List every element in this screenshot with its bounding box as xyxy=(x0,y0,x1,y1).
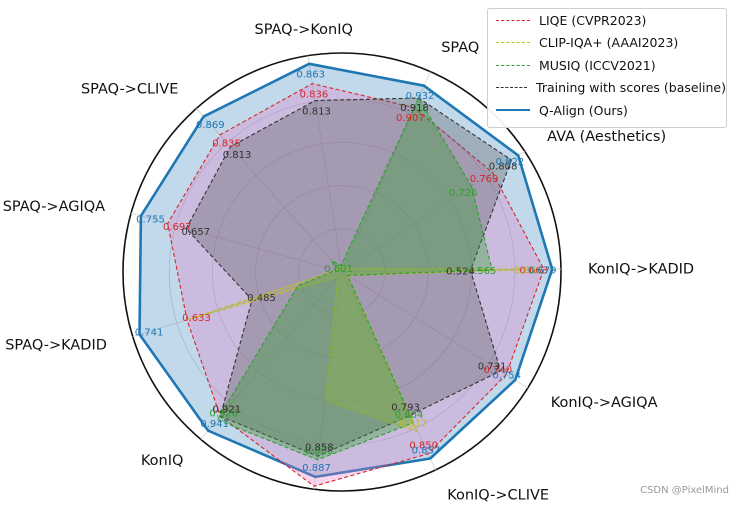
series-4-value-2: 0.524 xyxy=(446,266,475,277)
axis-label-4: KonIQ->CLIVE xyxy=(447,487,549,503)
grid-ring-4 xyxy=(168,98,516,446)
spoke-5 xyxy=(313,271,343,490)
series-2-polygon xyxy=(187,265,540,433)
series-5-value-10: 0.863 xyxy=(296,70,325,81)
legend-item-5: Q-Align (Ours) xyxy=(488,99,726,122)
series-5-value-4: 0.857 xyxy=(412,446,441,457)
legend-swatch-5 xyxy=(496,109,530,112)
series-5-value-6: 0.941 xyxy=(200,419,229,430)
legend-label-5: Q-Align (Ours) xyxy=(539,102,628,118)
series-3-polygon xyxy=(216,97,493,461)
series-4-value-1: 0.808 xyxy=(489,161,518,172)
grid-ring-3 xyxy=(211,141,473,403)
series-1-value-8: 0.697 xyxy=(163,222,192,233)
series-4-value-5: 0.858 xyxy=(305,442,334,453)
series-5-value-5: 0.887 xyxy=(302,463,331,474)
spoke-7 xyxy=(132,271,343,337)
series-1-value-6: 0.921 xyxy=(212,405,241,416)
series-5-value-2: 0.679 xyxy=(528,265,557,276)
legend-item-4: Training with scores (baseline) xyxy=(488,77,726,100)
watermark: CSDN @PixelMind xyxy=(640,485,729,496)
legend-swatch-2 xyxy=(496,42,530,44)
legend: LIQE (CVPR2023) CLIP-IQA+ (AAAI2023) MUSIQ… xyxy=(487,8,727,128)
series-5-value-3: 0.754 xyxy=(492,371,521,382)
series-1-value-11: 0.907 xyxy=(396,113,425,124)
series-3-value-11: 0.918 xyxy=(400,103,429,114)
series-1-value-1: 0.769 xyxy=(470,174,499,185)
radar-series xyxy=(138,62,554,487)
series-4-value-4: 0.793 xyxy=(391,402,420,413)
legend-item-3: MUSIQ (ICCV2021) xyxy=(488,54,726,77)
legend-label-3: MUSIQ (ICCV2021) xyxy=(539,57,656,73)
series-3-value-6: 0.926 xyxy=(209,408,238,419)
series-4-value-9: 0.813 xyxy=(223,150,252,161)
axis-label-2: KonIQ->KADID xyxy=(588,262,694,278)
axis-label-6: KonIQ xyxy=(141,453,184,469)
axis-label-7: SPAQ->KADID xyxy=(5,338,107,354)
series-2-value-4: 0.817 xyxy=(399,419,428,430)
series-1-value-4: 0.850 xyxy=(409,441,438,452)
series-1-value-10: 0.836 xyxy=(300,90,329,101)
spoke-4 xyxy=(341,271,437,471)
series-5-value-9: 0.869 xyxy=(196,120,225,131)
series-5-value-7: 0.741 xyxy=(135,328,164,339)
axis-label-3: KonIQ->AGIQA xyxy=(551,395,658,411)
series-1-value-3: 0.740 xyxy=(483,365,512,376)
spoke-3 xyxy=(341,271,529,389)
legend-swatch-1 xyxy=(496,19,530,21)
spoke-6 xyxy=(200,271,343,440)
series-3-value-9: 0.601 xyxy=(324,264,353,275)
series-4-value-6: 0.921 xyxy=(212,405,241,416)
axis-label-1: AVA (Aesthetics) xyxy=(547,129,666,145)
axis-label-11: SPAQ xyxy=(441,40,479,56)
legend-swatch-3 xyxy=(496,64,530,66)
series-3-value-4: 0.804 xyxy=(395,410,424,421)
series-5-polygon xyxy=(138,62,554,479)
legend-label-1: LIQE (CVPR2023) xyxy=(539,12,647,28)
legend-item-1: LIQE (CVPR2023) xyxy=(488,9,726,32)
series-4-value-7: 0.485 xyxy=(247,293,276,304)
series-4-value-10: 0.813 xyxy=(302,106,331,117)
axis-label-10: SPAQ->KonIQ xyxy=(254,22,352,38)
series-1-polygon xyxy=(167,83,545,487)
legend-item-2: CLIP-IQA+ (AAAI2023) xyxy=(488,32,726,55)
series-4-value-8: 0.657 xyxy=(181,227,210,238)
grid-ring-1 xyxy=(298,228,386,316)
value-labels: 0.769 0.663 0.740 0.850 0.921 0.633 0.697 0.835… xyxy=(135,70,557,474)
series-4-value-11: 0.918 xyxy=(400,103,429,114)
axis-labels: AVA (Aesthetics) KonIQ->KADID KonIQ->AGIQA… xyxy=(3,22,694,503)
spoke-9 xyxy=(196,108,343,273)
series-3-value-5: 0.863 xyxy=(305,446,334,457)
series-5-value-11: 0.932 xyxy=(406,91,435,102)
spoke-10 xyxy=(307,55,343,273)
series-5-value-8: 0.755 xyxy=(136,215,165,226)
legend-label-2: CLIP-IQA+ (AAAI2023) xyxy=(539,35,679,51)
series-3-value-2: 0.565 xyxy=(468,266,497,277)
legend-swatch-4 xyxy=(496,87,528,89)
legend-label-4: Training with scores (baseline) xyxy=(536,80,726,96)
spoke-8 xyxy=(130,212,343,273)
outer-ring xyxy=(122,52,562,492)
series-1-value-2: 0.663 xyxy=(519,265,548,276)
series-1-value-7: 0.633 xyxy=(182,313,211,324)
series-2-value-2: 0.653 xyxy=(514,266,543,277)
axis-label-8: SPAQ->AGIQA xyxy=(3,199,105,215)
series-3-value-1: 0.726 xyxy=(449,188,478,199)
axis-label-9: SPAQ->CLIVE xyxy=(81,81,178,97)
series-4-value-3: 0.731 xyxy=(478,362,507,373)
series-1-value-9: 0.835 xyxy=(212,138,241,149)
spoke-1 xyxy=(341,150,525,273)
series-5-value-1: 0.822 xyxy=(496,157,525,168)
